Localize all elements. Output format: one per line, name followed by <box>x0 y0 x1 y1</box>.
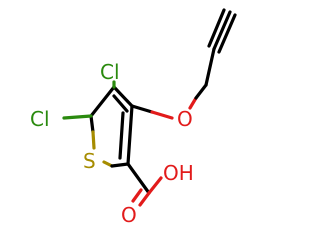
bond-c3-c4-inner <box>112 94 129 113</box>
bond-triple-1 <box>212 10 232 51</box>
bond-c3-o-red <box>150 110 174 120</box>
structure-canvas: Cl Cl S O O OH <box>30 8 237 227</box>
bond-triple-3 <box>217 13 237 54</box>
carbonyl-oxygen-atom: O <box>121 203 137 227</box>
bond-c-oh <box>147 176 163 195</box>
bond-o-ch2 <box>194 83 208 100</box>
bond-layer <box>62 8 237 207</box>
bond-c5-s-yellow <box>91 130 96 150</box>
ether-oxygen-atom: O <box>177 107 193 131</box>
bond-triple-2 <box>207 8 226 48</box>
molecule-structure: Cl Cl S O O OH <box>30 8 237 227</box>
bond-c5-cl <box>62 114 93 120</box>
bond-ch2-c <box>204 47 216 87</box>
bond-c-o-1 <box>138 191 151 207</box>
bond-c3-c4 <box>112 85 134 108</box>
hydroxyl-group: OH <box>163 161 194 185</box>
bond-s-c2 <box>110 162 130 168</box>
chlorine-atom-left: Cl <box>30 107 50 131</box>
bond-c3-o <box>130 104 154 114</box>
bond-c-o-2 <box>131 188 143 203</box>
bond-c4-c5 <box>89 85 116 118</box>
bond-o-ch2-red <box>188 96 198 110</box>
bond-c2-c3 <box>126 104 134 166</box>
chlorine-atom-top: Cl <box>100 60 120 84</box>
bond-c2-c3-inner <box>118 111 125 160</box>
sulfur-atom: S <box>83 149 96 173</box>
bond-c5-s <box>89 114 95 134</box>
bond-c2-cooh <box>126 162 151 195</box>
atom-label-layer: Cl Cl S O O OH <box>30 60 194 227</box>
